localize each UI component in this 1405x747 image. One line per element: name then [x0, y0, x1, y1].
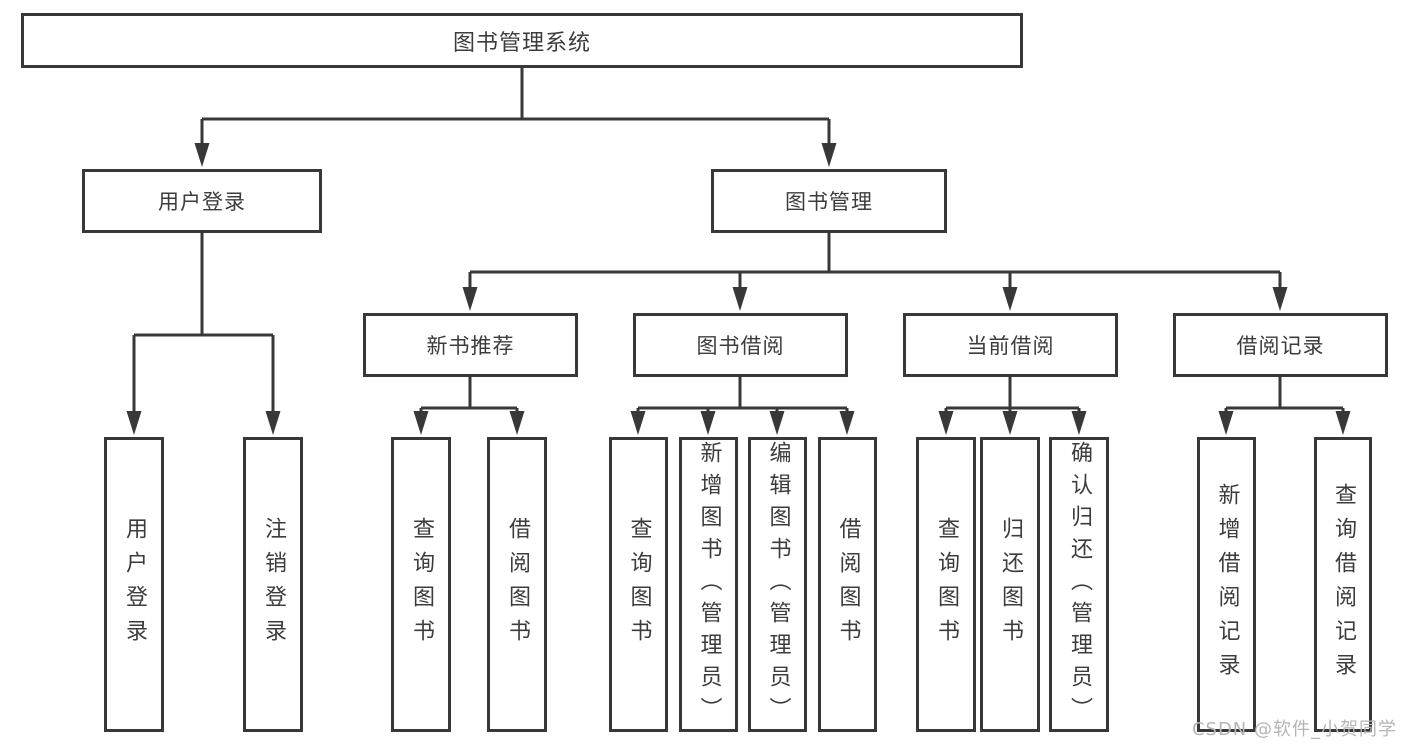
- leaf-add-borrow-record-label: 新增借阅记录: [1214, 482, 1240, 687]
- leaf-current-query-books-label: 查询图书: [934, 516, 959, 653]
- leaf-borrow-borrow-books-label: 借阅图书: [835, 516, 861, 653]
- leaf-recommend-query-books: 查询图书: [391, 437, 451, 732]
- node-book-management: 图书管理: [711, 169, 947, 233]
- leaf-user-login-label: 用户登录: [122, 516, 147, 653]
- leaf-current-query-books: 查询图书: [916, 437, 976, 732]
- node-borrow-records: 借阅记录: [1173, 313, 1388, 377]
- leaf-borrow-borrow-books: 借阅图书: [818, 437, 877, 732]
- leaf-return-books-label: 归还图书: [998, 516, 1023, 653]
- leaf-user-login: 用户登录: [104, 437, 164, 732]
- leaf-add-books-admin-label: 新增图书（管理员）: [696, 440, 722, 729]
- node-book-borrow: 图书借阅: [633, 313, 848, 377]
- leaf-logout: 注销登录: [243, 437, 303, 732]
- leaf-query-borrow-record: 查询借阅记录: [1314, 437, 1372, 732]
- node-library-system-label: 图书管理系统: [452, 30, 591, 56]
- leaf-add-books-admin: 新增图书（管理员）: [679, 437, 738, 732]
- node-book-borrow-label: 图书借阅: [696, 334, 785, 358]
- leaf-query-borrow-record-label: 查询借阅记录: [1331, 482, 1356, 687]
- node-user-login-label: 用户登录: [158, 190, 246, 214]
- node-new-book-recommend-label: 新书推荐: [426, 334, 515, 358]
- leaf-logout-label: 注销登录: [261, 516, 286, 653]
- leaf-borrow-query-books-label: 查询图书: [626, 516, 652, 653]
- node-new-book-recommend: 新书推荐: [363, 313, 578, 377]
- node-library-system: 图书管理系统: [21, 13, 1023, 68]
- leaf-recommend-borrow-books: 借阅图书: [487, 437, 547, 732]
- leaf-borrow-query-books: 查询图书: [609, 437, 668, 732]
- node-current-borrow-label: 当前借阅: [966, 334, 1055, 358]
- leaf-confirm-return-admin: 确认归还（管理员）: [1049, 437, 1109, 732]
- arrowheads: [126, 143, 1351, 435]
- node-book-management-label: 图书管理: [785, 190, 873, 214]
- leaf-recommend-query-books-label: 查询图书: [409, 516, 434, 653]
- leaf-add-borrow-record: 新增借阅记录: [1197, 437, 1256, 732]
- node-user-login: 用户登录: [82, 169, 322, 233]
- leaf-edit-books-admin-label: 编辑图书（管理员）: [765, 440, 791, 729]
- leaf-confirm-return-admin-label: 确认归还（管理员）: [1067, 440, 1092, 729]
- leaf-edit-books-admin: 编辑图书（管理员）: [748, 437, 807, 732]
- node-current-borrow: 当前借阅: [903, 313, 1118, 377]
- leaf-recommend-borrow-books-label: 借阅图书: [505, 516, 530, 653]
- node-borrow-records-label: 借阅记录: [1236, 334, 1325, 358]
- leaf-return-books: 归还图书: [980, 437, 1040, 732]
- csdn-watermark: CSDN @软件_小贺同学: [1191, 719, 1397, 740]
